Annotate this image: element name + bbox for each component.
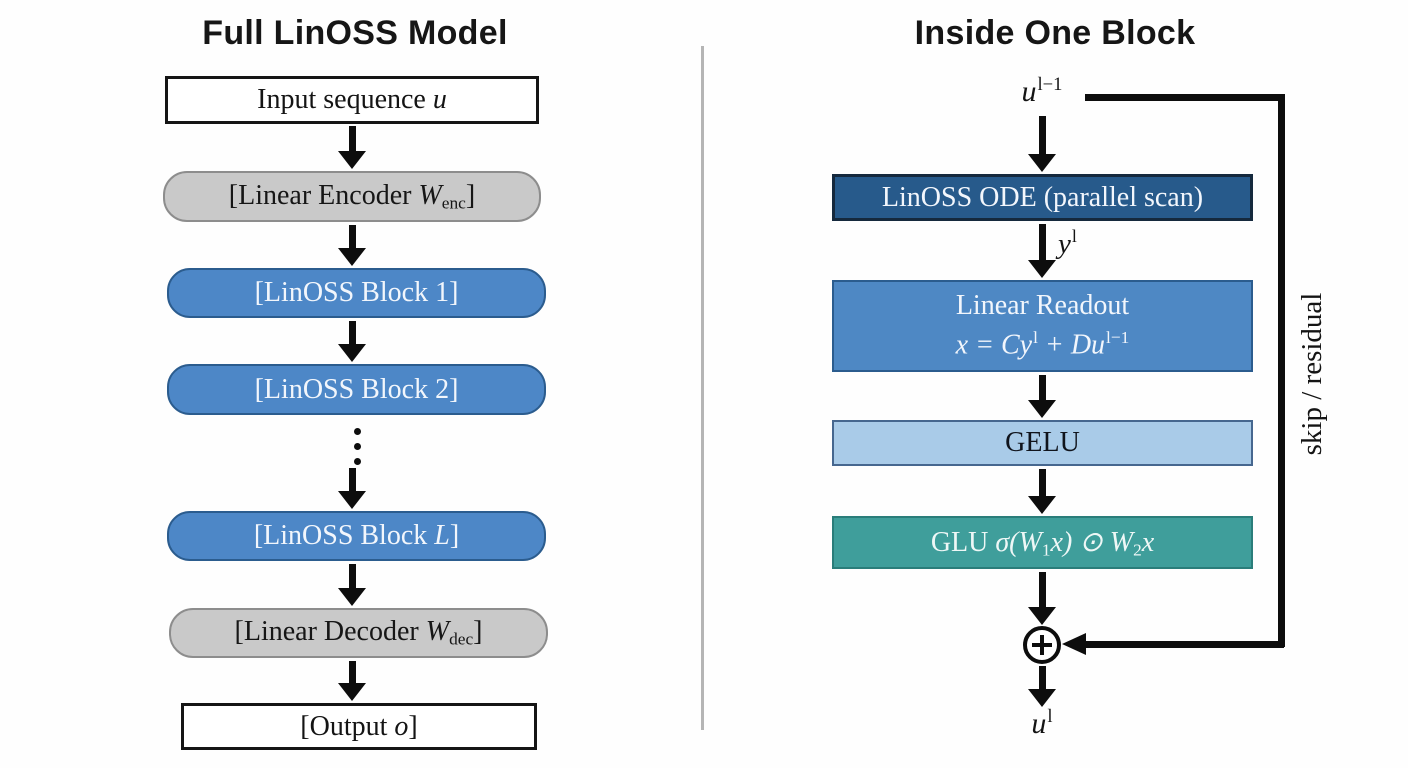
down-arrow bbox=[1028, 469, 1056, 514]
down-arrow bbox=[1028, 224, 1056, 278]
down-arrow bbox=[338, 321, 366, 362]
linoss-block-L-label: [LinOSS Block L] bbox=[253, 520, 460, 551]
down-arrow bbox=[338, 225, 366, 266]
right-panel-title: Inside One Block bbox=[914, 14, 1196, 52]
input-sequence-box: Input sequence u bbox=[165, 76, 539, 124]
linear-readout-title: Linear Readout bbox=[955, 290, 1130, 322]
skip-line-right bbox=[1278, 94, 1285, 647]
block-input-label: ul−1 bbox=[1021, 74, 1063, 109]
linoss-block-L-box: [LinOSS Block L] bbox=[167, 511, 546, 561]
linoss-block-2-box: [LinOSS Block 2] bbox=[167, 364, 546, 415]
input-sequence-label: Input sequence u bbox=[257, 84, 447, 115]
skip-arrow-into-sum bbox=[1062, 633, 1284, 656]
linoss-block-1-label: [LinOSS Block 1] bbox=[254, 277, 459, 308]
linoss-block-2-label: [LinOSS Block 2] bbox=[254, 373, 459, 405]
glu-label: GLU σ(W1x) ⊙ W2x bbox=[930, 526, 1155, 560]
linoss-block-1-box: [LinOSS Block 1] bbox=[167, 268, 546, 318]
down-arrow bbox=[338, 468, 366, 509]
linoss-ode-box: LinOSS ODE (parallel scan) bbox=[832, 174, 1253, 221]
skip-residual-label: skip / residual bbox=[1296, 292, 1328, 456]
glu-box: GLU σ(W1x) ⊙ W2x bbox=[832, 516, 1253, 569]
y-state-label: yl bbox=[1058, 226, 1077, 260]
skip-line-top bbox=[1085, 94, 1282, 101]
gelu-label: GELU bbox=[1005, 427, 1080, 458]
linear-decoder-label: [Linear Decoder Wdec] bbox=[234, 616, 483, 649]
output-box: [Output o] bbox=[181, 703, 537, 750]
down-arrow bbox=[338, 661, 366, 701]
down-arrow bbox=[1028, 375, 1056, 418]
linear-decoder-box: [Linear Decoder Wdec] bbox=[169, 608, 548, 658]
down-arrow bbox=[1028, 116, 1056, 172]
down-arrow bbox=[1028, 666, 1056, 707]
linear-encoder-label: [Linear Encoder Wenc] bbox=[228, 179, 476, 213]
down-arrow bbox=[1028, 572, 1056, 625]
linear-readout-formula: x = Cyl + Dul−1 bbox=[955, 327, 1130, 361]
down-arrow bbox=[338, 564, 366, 606]
linear-encoder-box: [Linear Encoder Wenc] bbox=[163, 171, 541, 222]
output-label: [Output o] bbox=[300, 710, 418, 742]
down-arrow bbox=[338, 126, 366, 169]
linear-readout-box: Linear Readout x = Cyl + Dul−1 bbox=[832, 280, 1253, 372]
gelu-box: GELU bbox=[832, 420, 1253, 466]
sum-node bbox=[1023, 626, 1061, 664]
linoss-ode-label: LinOSS ODE (parallel scan) bbox=[881, 181, 1204, 213]
block-output-label: ul bbox=[1031, 706, 1053, 741]
panel-divider bbox=[701, 46, 704, 730]
left-panel-title: Full LinOSS Model bbox=[202, 14, 508, 52]
